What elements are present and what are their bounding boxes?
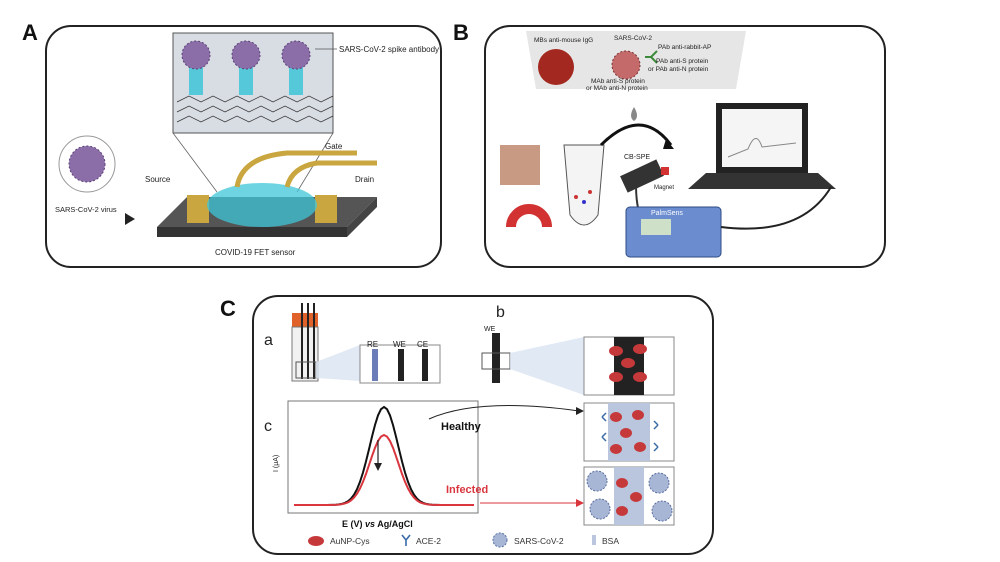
panel-c-letter: C (220, 296, 236, 321)
spike-antibodies (189, 67, 303, 95)
xlabel: E (V) vs Ag/AgCl (342, 519, 413, 529)
magnet-label: Magnet (654, 185, 674, 191)
legend-ace2: ACE-2 (416, 536, 441, 546)
ce-label: CE (417, 340, 428, 349)
magnet-icon (506, 204, 552, 228)
aunp-sensor-illustration: a RE WE CE b WE c I (μA) (264, 303, 675, 548)
gate-electrode (234, 150, 357, 188)
sub-label-a: a (264, 332, 273, 349)
drain-electrode (315, 195, 337, 223)
infected-curve (294, 433, 474, 506)
drop-icon (631, 107, 637, 121)
magnetic-bead (538, 49, 574, 85)
we-label-b: WE (484, 326, 496, 333)
healthy-arrow (428, 405, 580, 420)
panel-b: MBs anti-mouse IgG SARS-CoV-2 PAb anti-r… (484, 25, 886, 268)
device-label: PalmSens (651, 210, 683, 217)
swab-photo (500, 145, 540, 185)
virus-particles-inset (181, 40, 311, 70)
bsa-legend-icon (592, 535, 596, 545)
laptop-screen (722, 109, 802, 167)
pab-s-label: PAb anti-S protein (656, 58, 709, 65)
pab-ap-label: PAb anti-rabbit-AP (658, 44, 711, 51)
gate-label: Gate (325, 142, 343, 151)
mbs-label: MBs anti-mouse IgG (534, 37, 593, 44)
legend-aunp: AuNP-Cys (330, 536, 370, 546)
cb-spe-electrode (620, 159, 664, 193)
mab-n-label: or MAb anti-N protein (586, 85, 648, 92)
aunp-particles-b (609, 344, 647, 382)
sars-legend-icon (492, 532, 508, 548)
panel-a: SARS-CoV-2 spike antibody SARS-CoV-2 vir… (45, 25, 442, 268)
working-electrode-b (492, 333, 500, 383)
antibody-icon (645, 50, 658, 64)
usb-cable (720, 186, 832, 230)
healthy-label: Healthy (441, 421, 482, 433)
dpv-curves (294, 405, 474, 506)
fet-sensor-illustration: SARS-CoV-2 spike antibody SARS-CoV-2 vir… (55, 32, 439, 257)
electrode-cap (292, 313, 318, 327)
legend-sars: SARS-CoV-2 (514, 536, 564, 546)
transfer-arrow (599, 123, 673, 147)
panel-c: a RE WE CE b WE c I (μA) (252, 295, 714, 555)
re-label: RE (367, 340, 378, 349)
virus-label: SARS-CoV-2 virus (55, 205, 117, 214)
electrochemical-assay-illustration: MBs anti-mouse IgG SARS-CoV-2 PAb anti-r… (500, 31, 836, 258)
eppendorf-tube (563, 144, 605, 226)
mab-s-label: MAb anti-S protein (591, 78, 645, 85)
infected-label: Infected (446, 484, 488, 496)
sensor-label: COVID-19 FET sensor (215, 248, 296, 257)
we-label: WE (393, 340, 406, 349)
graphene-mesh (176, 95, 334, 123)
analyte-droplet (207, 183, 317, 227)
arrow-right-icon (125, 213, 135, 225)
source-electrode (187, 195, 209, 223)
panel-b-letter: B (453, 20, 469, 45)
legend-bsa: BSA (602, 536, 619, 546)
sub-label-c: c (264, 418, 272, 435)
laptop-base (688, 173, 836, 189)
ylabel: I (μA) (273, 455, 280, 472)
spike-antibody-label: SARS-CoV-2 spike antibody (339, 45, 439, 54)
sars-cov-2-icon (611, 50, 641, 80)
sub-label-b: b (496, 304, 505, 321)
aunp-legend-icon (308, 536, 324, 546)
dpv-plot-frame (287, 400, 479, 514)
sars-label: SARS-CoV-2 (614, 35, 652, 42)
cbspe-label: CB-SPE (624, 154, 650, 161)
ace2-legend-icon (401, 534, 411, 546)
source-label: Source (145, 175, 171, 184)
drain-label: Drain (355, 175, 374, 184)
pab-n-label: or PAb anti-N protein (648, 66, 709, 73)
magnet-small (661, 167, 669, 175)
panel-a-letter: A (22, 20, 38, 45)
device-screen (641, 219, 671, 235)
virus-icon (68, 145, 106, 183)
